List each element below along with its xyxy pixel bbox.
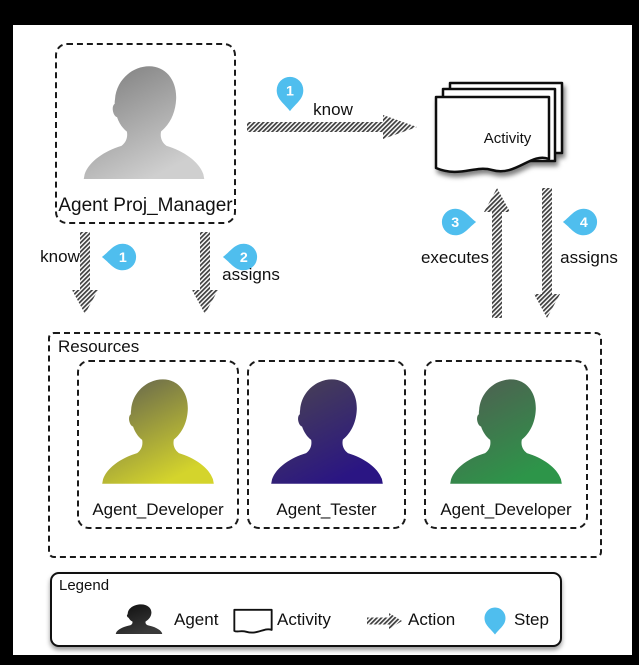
node-agent-tester: Agent_Tester — [247, 360, 406, 529]
step-number: 4 — [580, 215, 588, 231]
resources-container: Resources Agent_Developer Agent_Tester A… — [48, 332, 602, 558]
action-arrow-know-right-icon — [247, 115, 417, 139]
legend-step-label: Step — [514, 610, 549, 629]
activity-stack-icon — [434, 81, 564, 174]
resources-label: Resources — [58, 337, 140, 356]
person-icon-tester — [271, 379, 383, 484]
legend-step-icon — [484, 607, 506, 635]
person-icon-developer-1 — [102, 379, 214, 484]
legend-title: Legend — [59, 577, 110, 594]
action-arrow-executes-up-icon — [484, 188, 510, 318]
action-arrow-know-down-icon — [72, 232, 98, 314]
step-number: 1 — [286, 83, 294, 99]
legend-action-icon — [367, 613, 402, 629]
action-arrow-assigns-down-right-icon — [534, 188, 560, 318]
person-icon-developer-2 — [450, 379, 562, 484]
agent-developer-2-label: Agent_Developer — [440, 500, 572, 519]
step-pin-3-icon: 3 — [441, 208, 477, 236]
legend-activity-label: Activity — [277, 610, 331, 629]
step-pin-1-left-icon: 1 — [101, 243, 137, 271]
legend-action-label: Action — [408, 610, 456, 629]
legend-agent-label: Agent — [174, 610, 219, 629]
edge-label-know-top: know — [313, 100, 353, 119]
step-pin-4-icon: 4 — [562, 208, 598, 236]
step-number: 2 — [240, 250, 248, 266]
legend: Legend Agent Activity Action Step — [50, 572, 562, 647]
legend-activity-icon — [233, 608, 273, 634]
activity-label: Activity — [483, 130, 532, 147]
diagram-canvas: Agent Proj_Manager 1 know Activity — [13, 25, 632, 655]
legend-agent-icon — [115, 604, 163, 634]
node-agent-developer-2: Agent_Developer — [424, 360, 588, 529]
action-arrow-assigns-down-icon — [192, 232, 218, 314]
agent-developer-1-label: Agent_Developer — [92, 500, 224, 519]
step-pin-1-top-icon: 1 — [276, 76, 304, 112]
step-number: 1 — [119, 250, 127, 266]
edge-label-assigns-left: assigns — [222, 265, 280, 284]
edge-label-executes: executes — [420, 248, 490, 267]
node-agent-proj-manager: Agent Proj_Manager — [55, 43, 236, 224]
manager-label: Agent Proj_Manager — [58, 195, 233, 216]
edge-label-know-left: know — [40, 247, 80, 266]
step-number: 3 — [451, 215, 459, 231]
person-icon-manager — [83, 66, 205, 179]
edge-label-assigns-right: assigns — [560, 248, 618, 267]
agent-tester-label: Agent_Tester — [276, 500, 377, 519]
step-pin-2-icon: 2 — [222, 243, 258, 271]
node-agent-developer-1: Agent_Developer — [77, 360, 239, 529]
